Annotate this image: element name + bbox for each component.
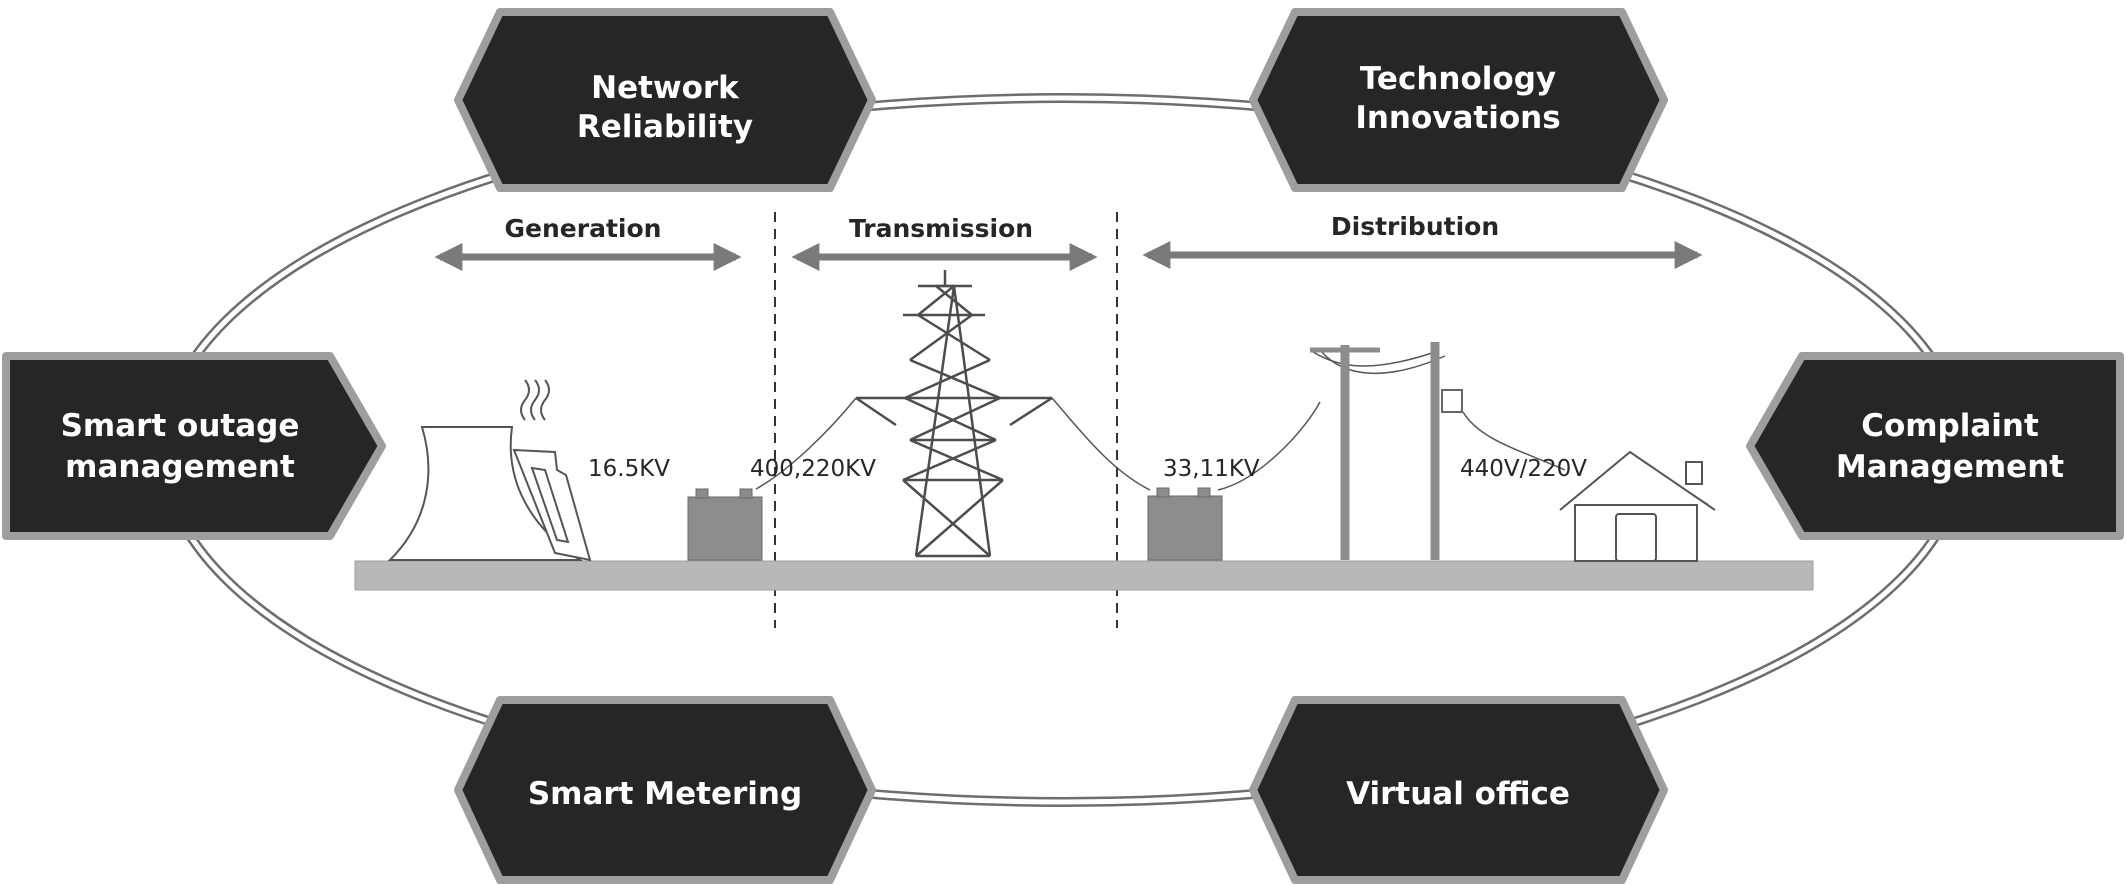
hexagon-smart-outage-management[interactable]: Smart outage management xyxy=(2,352,386,540)
voltage-label-distribution-secondary: 440V/220V xyxy=(1460,456,1587,482)
transmission-tower-icon xyxy=(855,270,1053,558)
transmission-wires xyxy=(755,397,1151,491)
power-plant-icon xyxy=(387,379,592,562)
hexagon-virtual-office[interactable]: Virtual office xyxy=(1249,696,1668,884)
hexagon-smart-metering-line1: Smart Metering xyxy=(528,776,802,812)
utility-poles-icon xyxy=(1310,342,1463,560)
voltage-label-generation: 16.5KV xyxy=(588,456,670,482)
hexagon-technology-innovations-line1: Technology xyxy=(1360,61,1556,97)
section-label-generation: Generation xyxy=(505,214,662,243)
section-label-transmission: Transmission xyxy=(849,214,1033,243)
hexagon-smart-outage-line2: management xyxy=(65,449,295,485)
hexagon-complaint-management-line1: Complaint xyxy=(1861,408,2039,444)
hexagon-network-reliability-line1: Network xyxy=(591,70,740,106)
hexagon-complaint-management-line2: Management xyxy=(1836,449,2064,485)
hexagon-technology-innovations-line2: Innovations xyxy=(1355,100,1560,136)
house-icon xyxy=(1559,450,1716,562)
hexagon-complaint-management[interactable]: Complaint Management xyxy=(1746,352,2124,540)
distribution-wires xyxy=(1217,349,1566,491)
hexagon-smart-outage-line1: Smart outage xyxy=(61,408,300,444)
hexagon-network-reliability-line2: Reliability xyxy=(577,109,753,145)
hexagon-smart-metering[interactable]: Smart Metering xyxy=(454,696,876,884)
voltage-label-transmission: 400,220KV xyxy=(750,456,876,482)
generation-transformer-icon xyxy=(687,488,763,561)
distribution-transformer-icon xyxy=(1147,487,1223,561)
hexagon-virtual-office-line1: Virtual office xyxy=(1346,776,1570,812)
hexagon-network-reliability[interactable]: Network Reliability xyxy=(454,8,876,192)
section-label-distribution: Distribution xyxy=(1331,212,1499,241)
hexagon-technology-innovations[interactable]: Technology Innovations xyxy=(1249,8,1668,192)
ground-strip xyxy=(354,560,1814,591)
voltage-label-distribution-primary: 33,11KV xyxy=(1163,456,1260,482)
